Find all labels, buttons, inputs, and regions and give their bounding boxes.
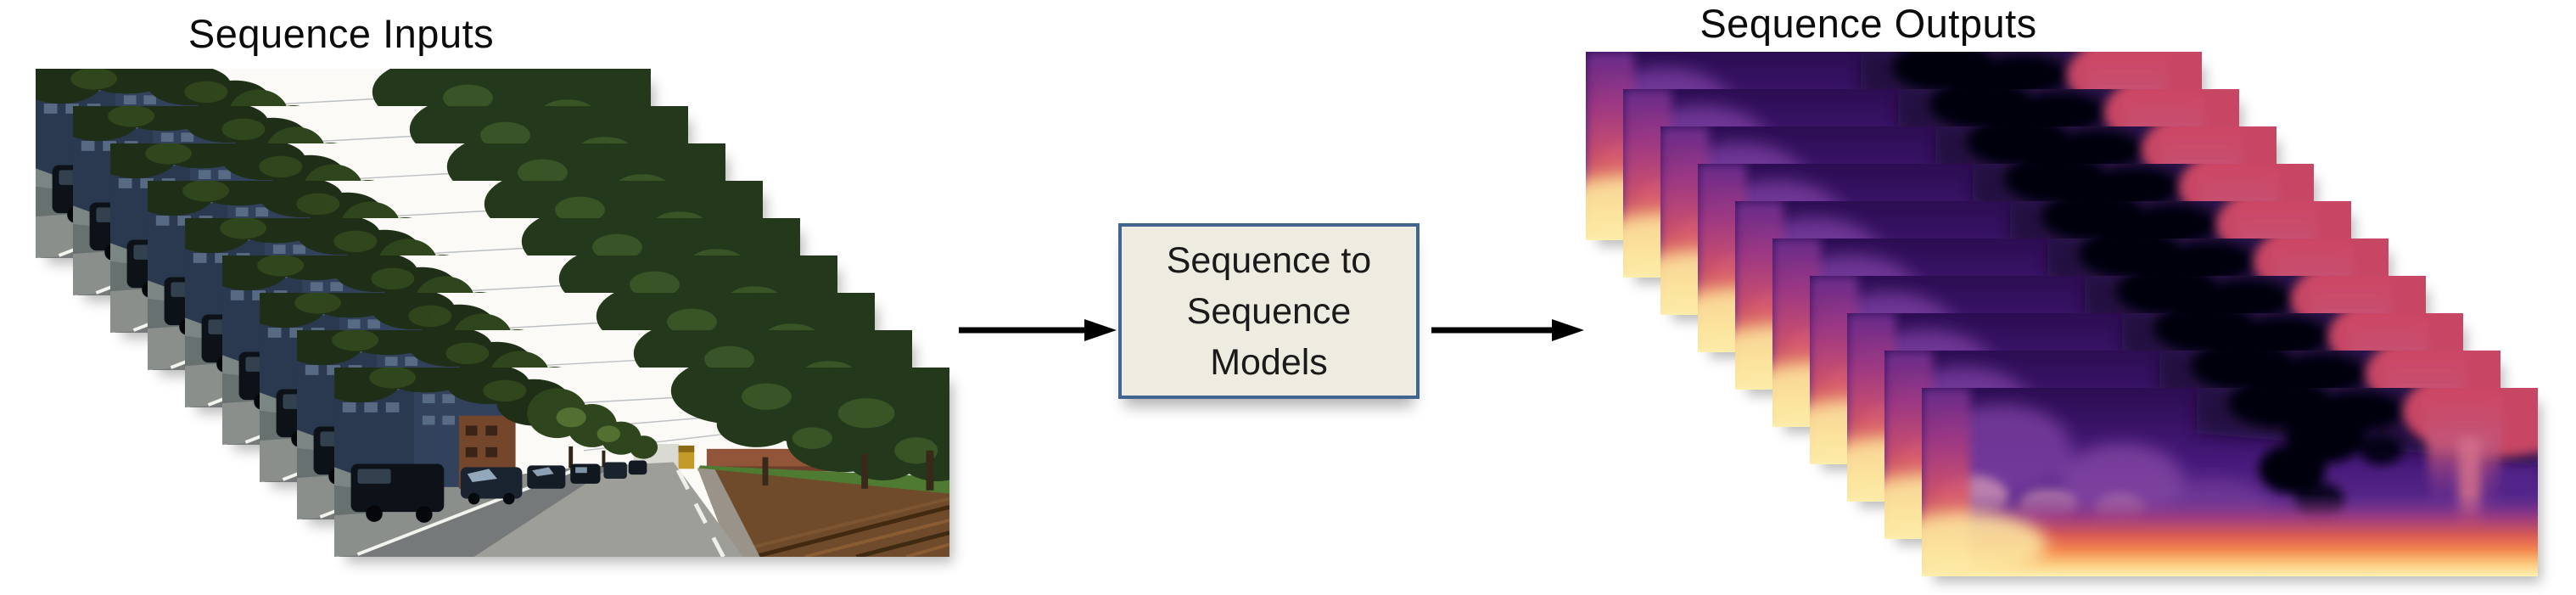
arrow-left-icon xyxy=(959,319,1117,341)
output-depth-stack xyxy=(1586,52,2540,578)
sequence-inputs-title: Sequence Inputs xyxy=(188,11,495,56)
model-box-line-3: Models xyxy=(1210,341,1328,383)
sequence-outputs-title: Sequence Outputs xyxy=(1700,1,2037,46)
seq2seq-model-box: Sequence to Sequence Models xyxy=(1118,223,1420,399)
input-image-stack xyxy=(36,69,952,559)
output-frame-10 xyxy=(1922,388,2538,576)
input-frame-9 xyxy=(334,368,949,557)
model-box-line-2: Sequence xyxy=(1186,290,1352,332)
model-box-line-1: Sequence to xyxy=(1166,239,1372,281)
arrow-right-icon xyxy=(1431,319,1584,341)
